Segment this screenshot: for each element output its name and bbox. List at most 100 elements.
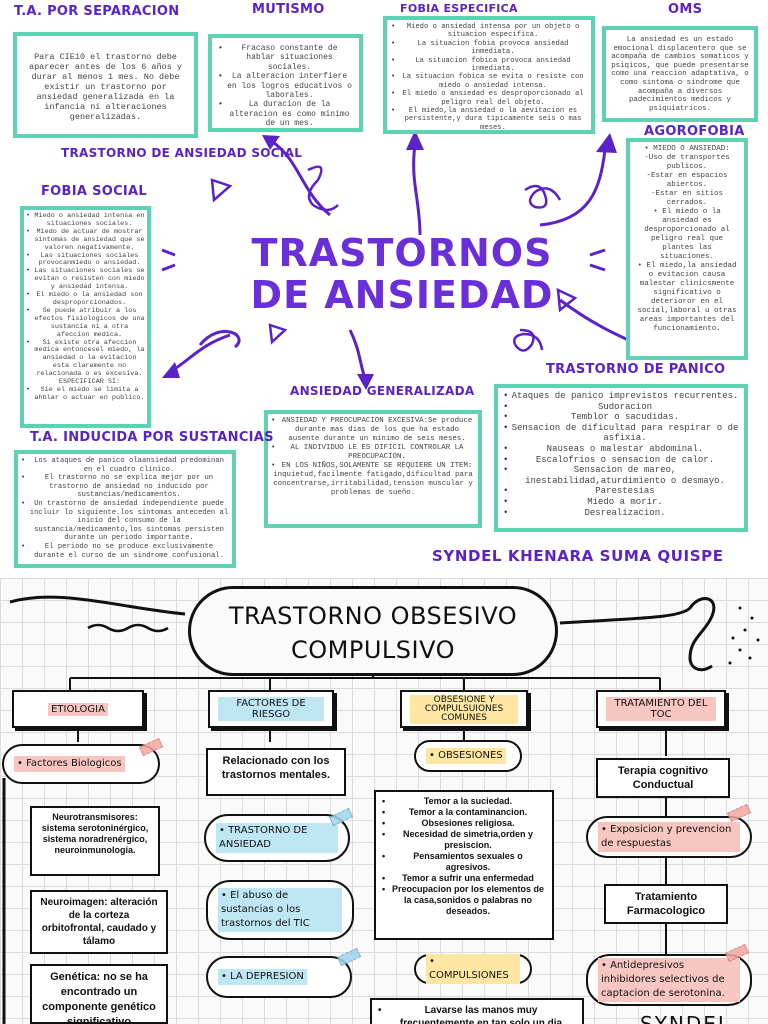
specific-phobia-item: La situacion fobica provoca ansiedad inm… [391,57,587,74]
panic-item: Temblor o sacudidas. [503,412,739,423]
agoraphobia-line: -Estar en espacios abiertos. [646,172,728,189]
sparkle-triangle-icon [210,178,233,203]
pharmacological-text: Tratamiento Farmacologico [626,891,706,917]
spiral-doodle-icon [513,328,544,352]
substance-abuse-pill: El abuso de sustancias o los trastornos … [206,880,354,940]
separation-heading: T.A. POR SEPARACION [14,4,180,19]
arrow-curved-icon [198,329,241,349]
substance-induced-box: Los ataques de panico olaansiedad predom… [14,450,236,568]
ocd-title-bubble: TRASTORNO OBSESIVO COMPULSIVO [188,586,558,676]
oms-text: La ansiedad es un estado emocional displ… [611,36,749,113]
social-phobia-item: Si existe otra afeccion medica entoncese… [26,339,145,387]
depression-pill: LA DEPRESION [206,956,352,998]
arrow-line-icon [9,595,186,616]
obsessions-label: OBSESIONES [426,748,506,764]
substance-abuse-label: El abuso de sustancias o los trastornos … [218,888,342,932]
anxiety-disorder-pill: TRASTORNO DE ANSIEDAD [204,814,350,862]
generalized-anxiety-item: ANSIEDAD Y PREOCUPACION EXCESIVA:Se prod… [271,417,475,444]
generalized-anxiety-item: EN LOS NIÑOS,SOLAMENTE SE REQUIERE UN IT… [271,462,475,471]
ocd-map: TRASTORNO OBSESIVO COMPULSIVO ETIOLOGIA … [0,578,768,1024]
treatment-header-label: TRATAMIENTO DEL TOC [606,697,716,721]
arrow-head-icon [262,135,280,150]
cbt-text: Terapia cognitivo Conductual [617,765,709,791]
etiology-header: ETIOLOGIA [12,690,144,728]
specific-phobia-item: El miedo,la ansiedad o la aevitacion es … [391,107,587,130]
compulsions-list-box: Lavarse las manos muy frecuentemente en … [370,998,584,1024]
obsession-item: Necesidad de simetria,orden y presiscion… [382,829,546,851]
specific-phobia-item: La situacion fobia provoca ansiedad inme… [391,40,587,57]
arrow-curved-icon [348,329,367,379]
arrow-head-icon [357,374,374,390]
panic-item: Nauseas o malestar abdominal. [503,444,739,455]
obsessions-header: OBSESIONE Y COMPULSUIONES COMUNES [400,690,528,728]
substance-induced-item: El periodo no se produce exclusivamente … [21,543,229,560]
mutism-item: Fracaso constante de hablar situaciones … [218,44,353,72]
panic-item: Escalofrios o sensacion de calor. [503,455,739,466]
compulsion-item: Lavarse las manos muy frecuentemente en … [378,1004,576,1024]
substance-induced-item: Los ataques de panico olaansiedad predom… [21,457,229,474]
spiral-doodle-icon [307,165,339,212]
neuroimaging-box: Neuroimagen: alteración de la corteza or… [30,890,168,954]
panic-item: Desrealizacion. [503,508,739,519]
signature-text: SYNDEL [640,1012,732,1024]
generalized-anxiety-box: ANSIEDAD Y PREOCUPACION EXCESIVA:Se prod… [264,410,482,528]
social-phobia-item: El miedo o la ansiedad son desproporcion… [26,291,145,308]
author-name: SYNDEL KHENARA SUMA QUISPE [432,547,724,565]
genetics-box: Genética: no se ha encontrado un compone… [30,964,168,1024]
substance-induced-heading: T.A. INDUCIDA POR SUSTANCIAS [30,430,274,445]
treatment-header: TRATAMIENTO DEL TOC [596,690,726,728]
spiral-doodle-icon [524,184,562,209]
wavy-line-icon [87,623,169,633]
risk-factors-header-label: FACTORES DE RIESGO [218,697,324,721]
obsessions-header-label: OBSESIONE Y COMPULSUIONES COMUNES [410,694,518,724]
specific-phobia-item: La situacion fobica se evita o resiste c… [391,73,587,90]
ocd-lines-layer [2,595,760,1024]
sparkle-mark-icon [161,248,176,257]
sparkle-triangle-icon [268,323,288,345]
main-title: TRASTORNOS DE ANSIEDAD [250,231,554,317]
arrow-curved-icon [539,149,607,227]
mutism-item: La duracion de la alteracion es como min… [218,100,353,128]
etiology-header-label: ETIOLOGIA [48,702,108,716]
arrow-curved-icon [269,138,331,217]
panic-item: Ataques de panico imprevistos recurrente… [503,391,739,402]
panic-item: Sensacion de mareo, inestabilidad,aturdi… [503,465,739,486]
social-phobia-item: Miedo de actuar de mostrar sintomas de a… [26,228,145,253]
biological-factors-label: Factores Biologicos [14,756,125,772]
agoraphobia-line: -Uso de transportes publicos. [644,154,730,171]
agoraphobia-line: -Estar en sitios cerrados. [650,190,723,207]
social-phobia-item: Miedo o ansiedad intensa en situaciones … [26,212,145,229]
specific-phobia-heading: FOBIA ESPECIFICA [400,2,518,15]
mutism-item: La alteracion interfiere en los logros e… [218,72,353,100]
risk-factors-header: FACTORES DE RIESGO [208,690,334,728]
ocd-title-line2: COMPULSIVO [291,636,455,664]
neurotransmitters-box: Neurotransmisores: sistema serotoninérgi… [30,806,160,876]
separation-text: Para CIE10 el trastorno debe aparecer an… [28,52,183,122]
panic-item: Sensacion de dificultad para respirar o … [503,423,739,444]
exposure-prevention-pill: Exposicion y prevencion de respuestas [586,816,752,858]
compulsions-label: COMPULSIONES [426,954,520,984]
neurotransmitters-text: Neurotransmisores: sistema serotoninérgi… [41,812,149,855]
agoraphobia-line: • MIEDO O ANSIEDAD: [644,145,730,153]
arrow-head-icon [162,362,180,378]
agoraphobia-line: • El miedo o la ansiedad es desproporcio… [644,208,730,261]
social-phobia-box: Miedo o ansiedad intensa en situaciones … [20,206,151,428]
anxiety-disorders-map: T.A. POR SEPARACION Para CIE10 el trasto… [0,0,768,578]
obsession-item: Obsesiones religiosa. [382,818,546,829]
panic-item: Parestesias [503,486,739,497]
separation-box: Para CIE10 el trastorno debe aparecer an… [13,32,198,138]
anxiety-disorder-label: TRASTORNO DE ANSIEDAD [216,823,338,853]
mental-disorders-box: Relacionado con los trastornos mentales. [206,748,346,796]
mutism-box: Fracaso constante de hablar situaciones … [208,34,363,132]
obsessions-list-box: Temor a la suciedad. Temor a la contamin… [374,790,554,940]
genetics-text: Genética: no se ha encontrado un compone… [42,971,156,1024]
panic-item: Miedo a morir. [503,497,739,508]
ocd-title: TRASTORNO OBSESIVO COMPULSIVO [191,599,555,667]
cbt-box: Terapia cognitivo Conductual [596,758,730,798]
social-phobia-item: Sie el miedo se limita a ahblar o actuar… [26,386,145,403]
panic-item: Sudoracion [503,402,739,413]
obsession-item: Pensamientos sexuales o agresivos. [382,851,546,873]
dots-doodle-icon [728,606,760,665]
substance-induced-item: Un trastorno de ansiedad independiente p… [21,500,229,543]
mental-disorders-text: Relacionado con los trastornos mentales. [221,755,331,781]
